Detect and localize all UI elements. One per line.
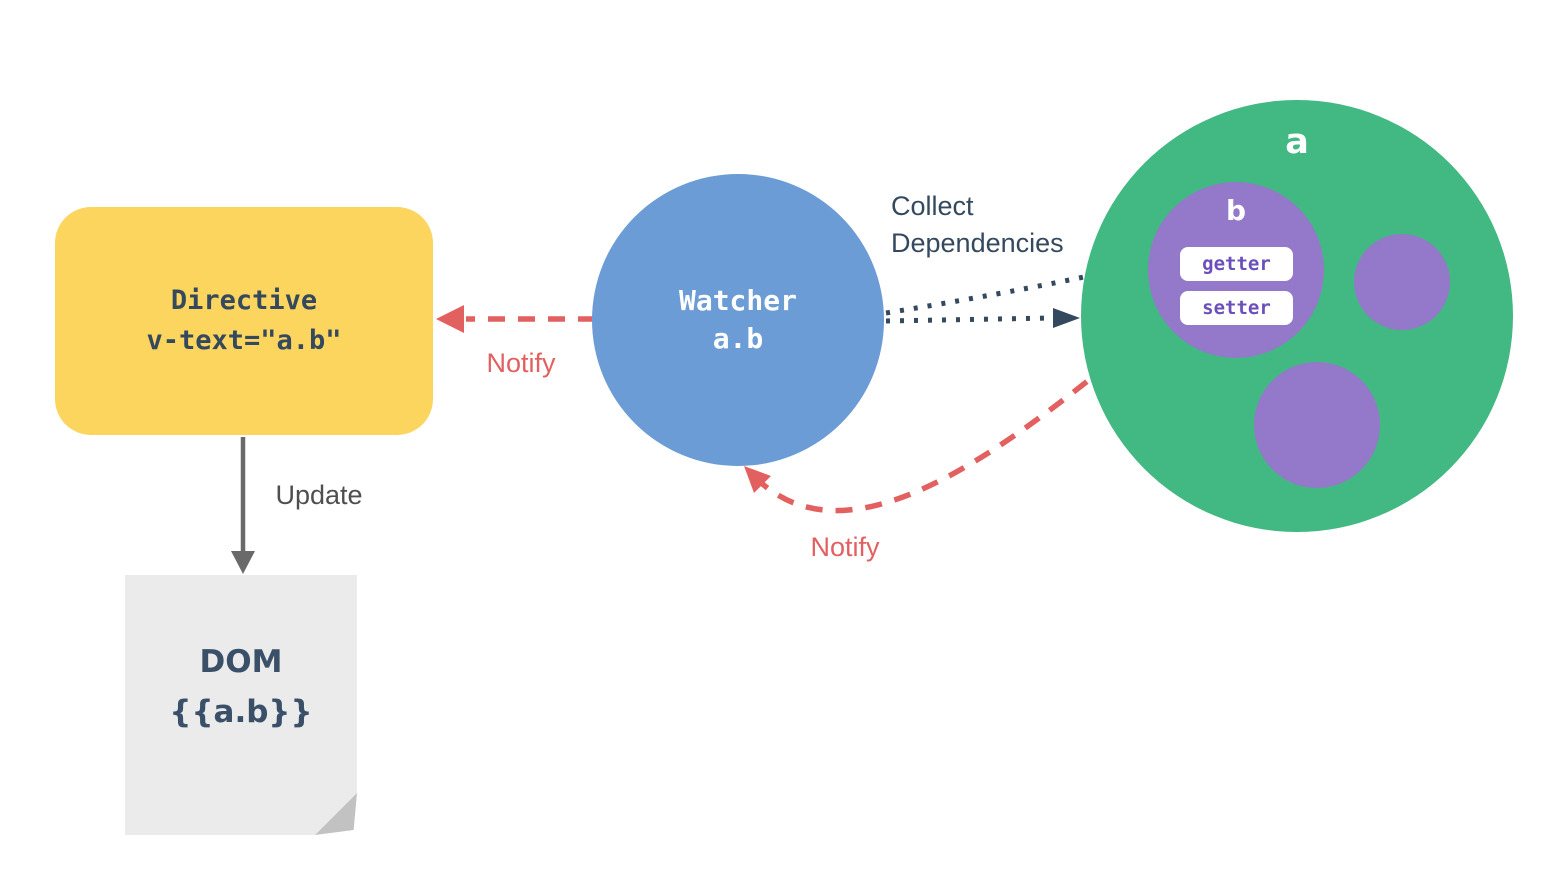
property-dot-bottom: [1254, 362, 1380, 488]
collect-dependencies-line2: Dependencies: [891, 228, 1064, 258]
data-object-a: a b getter setter: [1081, 100, 1513, 532]
notify-watcher-label: Notify: [810, 532, 880, 562]
update-label: Update: [275, 480, 363, 510]
getter-button: getter: [1180, 247, 1293, 281]
directive-expression: v-text="a.b": [146, 325, 342, 356]
dom-page-shape: [125, 575, 357, 835]
collect-dep-arrow-a-line: [885, 315, 1055, 324]
property-b-label: b: [1225, 194, 1247, 227]
watcher-expression: a.b: [712, 322, 764, 355]
watcher-node: Watcher a.b: [592, 174, 884, 466]
collect-dependencies-line1: Collect: [891, 191, 974, 221]
collect-dep-arrow-a-head: [1053, 308, 1080, 328]
dom-binding: {{a.b}}: [169, 694, 313, 730]
directive-node: Directive v-text="a.b": [55, 207, 433, 435]
notify-directive-arrowhead: [436, 305, 464, 333]
watcher-name: Watcher: [678, 284, 797, 317]
notify-watcher-arrowhead: [744, 466, 771, 493]
setter-button: setter: [1180, 291, 1293, 325]
property-dot-right: [1354, 234, 1450, 330]
notify-directive-label: Notify: [486, 348, 556, 378]
data-object-a-label: a: [1285, 122, 1309, 162]
collect-dependencies-label: Collect Dependencies: [891, 188, 1064, 262]
directive-name: Directive: [170, 285, 318, 316]
dom-node: DOM {{a.b}}: [125, 575, 357, 835]
update-arrowhead: [231, 551, 255, 574]
dom-title: DOM: [199, 644, 283, 680]
